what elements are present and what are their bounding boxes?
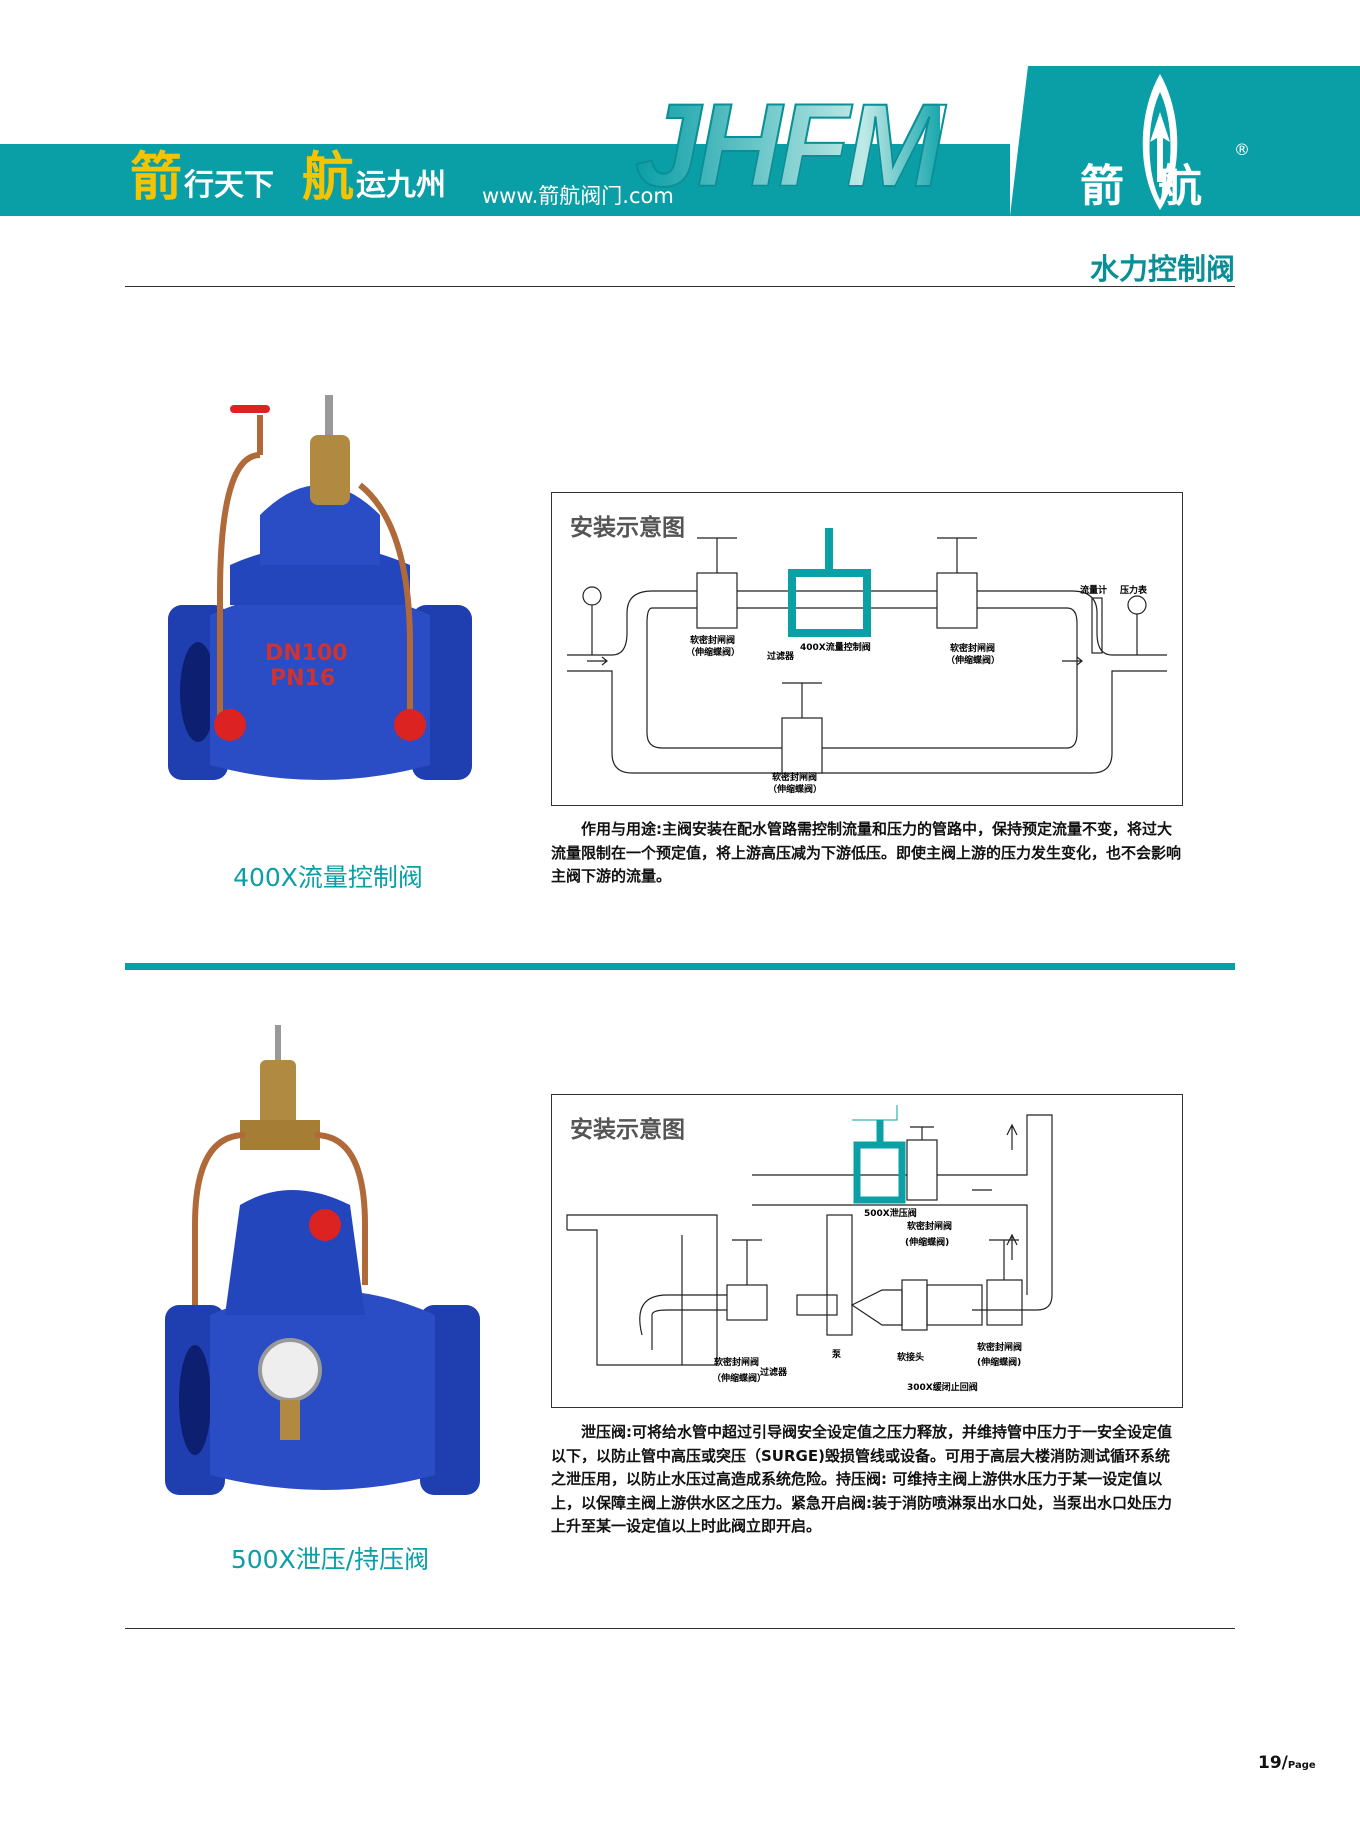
label-gate-valve: 软密封闸阀 — [690, 634, 735, 646]
label-gate-valve: 软密封闸阀 — [977, 1341, 1022, 1353]
label-gate-valve: 软密封闸阀 — [950, 642, 995, 654]
label-gate-valve-sub: （伸缩蝶阀） — [768, 783, 822, 795]
description-400x: 作用与用途:主阀安装在配水管路需控制流量和压力的管路中，保持预定流量不变，将过大… — [551, 820, 1182, 885]
label-strainer: 过滤器 — [760, 1366, 788, 1378]
product-name: 500X泄压/持压阀 — [230, 1545, 430, 1574]
label-gate-valve-sub: （伸缩蝶阀） — [946, 654, 1000, 666]
label-pump: 泵 — [832, 1349, 842, 1360]
brand-block — [1010, 66, 1360, 216]
label-check-valve: 300X缓闭止回阀 — [907, 1381, 978, 1393]
product-image-500x — [165, 1025, 480, 1495]
diagram-title: 安装示意图 — [570, 515, 685, 541]
label-main-valve: 500X泄压阀 — [864, 1207, 917, 1219]
website-url: www.箭航阀门.com — [482, 184, 674, 208]
rocket-logo-icon — [1142, 74, 1178, 210]
section-divider — [125, 963, 1235, 970]
section-title: 水力控制阀 — [1089, 252, 1235, 286]
label-strainer: 过滤器 — [767, 650, 795, 662]
label-gate-valve: 软密封闸阀 — [907, 1220, 952, 1232]
divider — [125, 1628, 1235, 1629]
header-band — [0, 144, 1010, 216]
slogan-text: 行天下 — [184, 168, 275, 203]
label-gate-valve-sub: （伸缩蝶阀） — [712, 1372, 766, 1384]
label-gate-valve-sub: (伸缩蝶阀) — [905, 1236, 949, 1248]
svg-text:PN16: PN16 — [270, 666, 335, 691]
installation-diagram-500x: 安装示意图 500X泄压阀 软密封闸阀 (伸缩蝶阀) 软密封闸阀 过滤器 （伸缩… — [551, 1094, 1183, 1408]
label-flowmeter: 流量计 — [1080, 584, 1107, 596]
page-suffix: Page — [1287, 1760, 1316, 1771]
divider — [125, 286, 1235, 287]
description-500x: 泄压阀:可将给水管中超过引导阀安全设定值之压力释放，并维持管中压力于一安全设定值… — [551, 1423, 1173, 1535]
label-gate-valve-sub: （伸缩蝶阀） — [686, 646, 740, 658]
installation-diagram-400x: 安装示意图 软密封闸阀 （伸缩蝶阀） 过滤器 400X流量控制阀 软密封闸阀 （… — [551, 492, 1183, 806]
diagram-title: 安装示意图 — [570, 1117, 685, 1143]
slogan-char: 航 — [302, 148, 355, 208]
slogan: 箭行天下 航运九州 — [130, 152, 472, 204]
slogan-char: 箭 — [130, 148, 183, 208]
slogan-text: 运九州 — [356, 168, 447, 203]
diagram-drawing: 500X泄压阀 软密封闸阀 (伸缩蝶阀) 软密封闸阀 过滤器 （伸缩蝶阀） 泵 … — [566, 1105, 1053, 1393]
label-main-valve: 400X流量控制阀 — [800, 641, 871, 653]
label-soft-joint: 软接头 — [897, 1351, 924, 1363]
product-image-400x: DN100 PN16 — [168, 395, 472, 780]
label-gate-valve: 软密封闸阀 — [714, 1356, 759, 1368]
label-gate-valve-sub: (伸缩蝶阀) — [977, 1356, 1021, 1368]
product-name: 400X流量控制阀 — [233, 863, 423, 892]
registered-mark: ® — [1234, 140, 1250, 159]
svg-text:DN100: DN100 — [265, 641, 348, 666]
label-gate-valve: 软密封闸阀 — [772, 771, 817, 783]
label-pressure-gauge: 压力表 — [1120, 584, 1148, 596]
diagram-drawing: 软密封闸阀 （伸缩蝶阀） 过滤器 400X流量控制阀 软密封闸阀 （伸缩蝶阀） … — [567, 528, 1167, 795]
brand-name: 箭航 — [1080, 161, 1236, 212]
page-number: 19/Page — [1258, 1753, 1316, 1773]
jhfm-logo: JHFM — [634, 79, 945, 213]
page-number-value: 19 — [1258, 1753, 1282, 1773]
